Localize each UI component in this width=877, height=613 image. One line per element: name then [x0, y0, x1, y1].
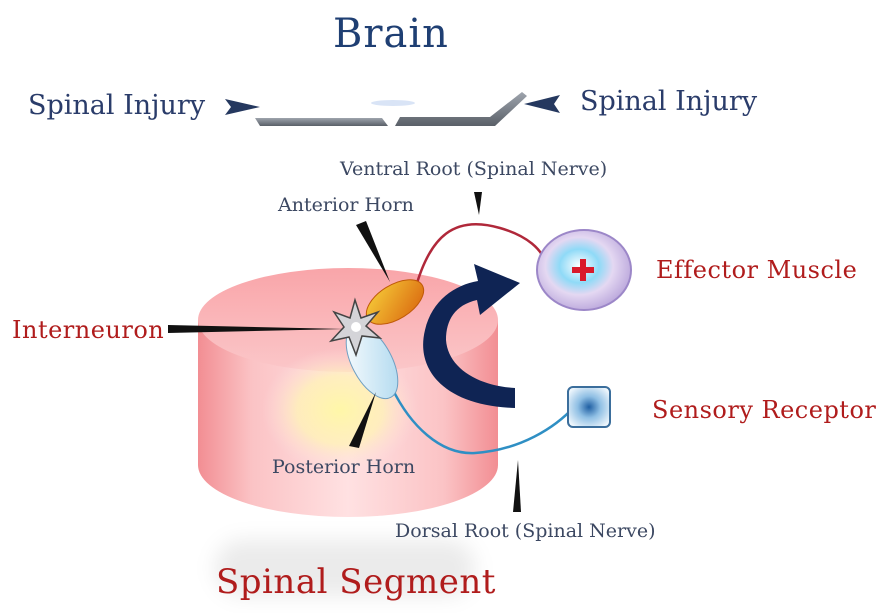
interneuron-label: Interneuron: [12, 318, 164, 342]
sensory-receptor-label: Sensory Receptor: [652, 398, 876, 422]
dorsal-root-label: Dorsal Root (Spinal Nerve): [395, 522, 656, 541]
sensor-square-icon: [568, 387, 610, 427]
ventral-root-label: Ventral Root (Spinal Nerve): [340, 160, 607, 179]
anterior-horn-label: Anterior Horn: [278, 196, 414, 215]
ventral-root-pointer: [474, 192, 482, 215]
injury-arrow-left: [225, 99, 260, 115]
injury-arrow-right: [524, 95, 560, 113]
spinal-cord-break: [255, 92, 527, 126]
brain-label: Brain: [333, 14, 449, 54]
spinal-injury-right-label: Spinal Injury: [580, 88, 757, 115]
spinal-segment-label: Spinal Segment: [216, 565, 496, 599]
effector-muscle-shape: [537, 230, 631, 310]
spinal-injury-left-label: Spinal Injury: [28, 92, 205, 119]
dorsal-root-pointer: [513, 460, 521, 512]
posterior-horn-label: Posterior Horn: [272, 458, 415, 477]
effector-muscle-label: Effector Muscle: [656, 258, 857, 282]
